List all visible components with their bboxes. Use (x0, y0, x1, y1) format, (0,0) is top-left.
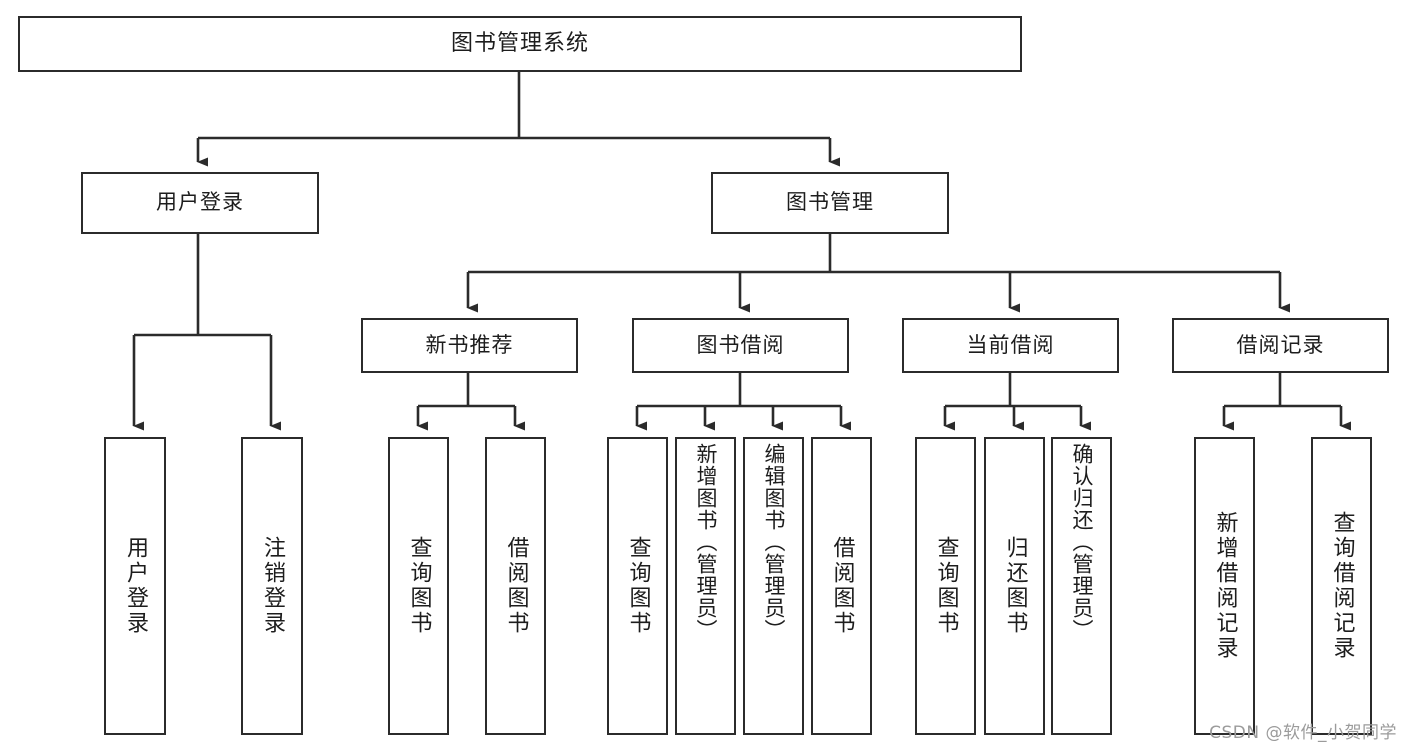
leaf-return-book-label: 归还图书 (1002, 536, 1028, 636)
leaf-borrow-book-2[interactable]: 借阅图书 (811, 437, 872, 735)
node-new-book-rec[interactable]: 新书推荐 (361, 318, 578, 373)
leaf-edit-book[interactable]: 编辑图书（管理员） (743, 437, 804, 735)
leaf-query-book-2[interactable]: 查询图书 (607, 437, 668, 735)
leaf-query-book-2-label: 查询图书 (625, 536, 651, 636)
leaf-user-login-label: 用户登录 (123, 536, 148, 636)
leaf-query-record-label: 查询借阅记录 (1329, 511, 1355, 661)
leaf-confirm-return-label: 确认归还（管理员） (1070, 443, 1094, 641)
node-current-borrow-label: 当前借阅 (966, 332, 1055, 357)
node-new-book-rec-label: 新书推荐 (425, 332, 514, 357)
node-borrow-record[interactable]: 借阅记录 (1172, 318, 1389, 373)
node-current-borrow[interactable]: 当前借阅 (902, 318, 1119, 373)
leaf-return-book[interactable]: 归还图书 (984, 437, 1045, 735)
leaf-query-record[interactable]: 查询借阅记录 (1311, 437, 1372, 735)
node-user-login-label: 用户登录 (156, 190, 244, 215)
leaf-logout[interactable]: 注销登录 (241, 437, 303, 735)
node-book-borrow-label: 图书借阅 (696, 332, 785, 357)
node-book-manage-label: 图书管理 (786, 190, 874, 215)
node-root-label: 图书管理系统 (450, 30, 589, 56)
node-book-borrow[interactable]: 图书借阅 (632, 318, 849, 373)
leaf-borrow-book-2-label: 借阅图书 (829, 536, 855, 636)
leaf-query-book-1-label: 查询图书 (406, 536, 432, 636)
leaf-confirm-return[interactable]: 确认归还（管理员） (1051, 437, 1112, 735)
node-root[interactable]: 图书管理系统 (18, 16, 1022, 72)
leaf-add-book[interactable]: 新增图书（管理员） (675, 437, 736, 735)
leaf-logout-label: 注销登录 (260, 536, 285, 636)
leaf-query-book-3-label: 查询图书 (933, 536, 959, 636)
leaf-user-login[interactable]: 用户登录 (104, 437, 166, 735)
leaf-add-book-label: 新增图书（管理员） (694, 443, 718, 641)
leaf-borrow-book-1-label: 借阅图书 (503, 536, 529, 636)
node-borrow-record-label: 借阅记录 (1236, 332, 1325, 357)
node-book-manage[interactable]: 图书管理 (711, 172, 949, 234)
node-user-login[interactable]: 用户登录 (81, 172, 319, 234)
leaf-query-book-3[interactable]: 查询图书 (915, 437, 976, 735)
leaf-edit-book-label: 编辑图书（管理员） (762, 443, 786, 641)
leaf-add-record[interactable]: 新增借阅记录 (1194, 437, 1255, 735)
leaf-borrow-book-1[interactable]: 借阅图书 (485, 437, 546, 735)
csdn-watermark: CSDN @软件_小贺同学 (1209, 723, 1397, 743)
leaf-query-book-1[interactable]: 查询图书 (388, 437, 449, 735)
leaf-add-record-label: 新增借阅记录 (1212, 511, 1238, 661)
